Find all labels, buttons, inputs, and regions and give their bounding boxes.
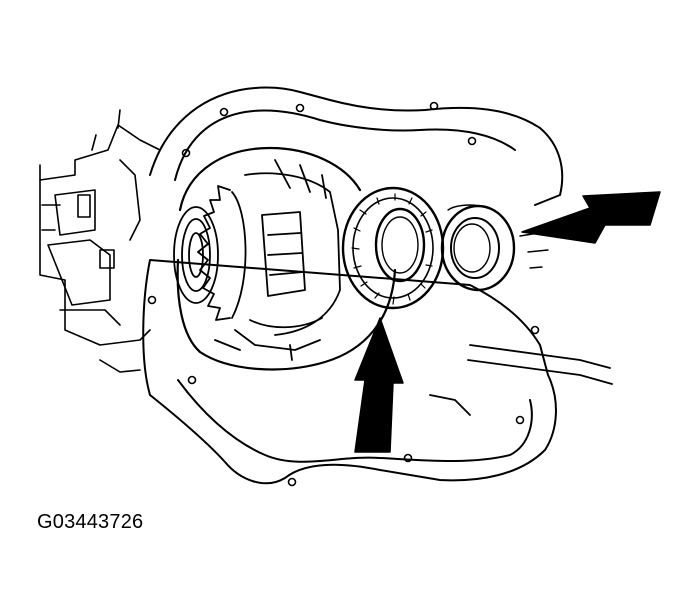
differential-housing <box>142 86 564 485</box>
ring-gear <box>173 185 247 321</box>
axle-shaft <box>429 344 613 416</box>
motion-lines <box>519 231 549 269</box>
differential-carrier <box>214 159 341 361</box>
differential-bearing-diagram <box>39 86 661 487</box>
arrow-to-bearing-cup <box>521 191 661 244</box>
left-mechanism <box>39 109 161 373</box>
arrow-to-bearing <box>354 317 404 453</box>
bearing-cup <box>440 204 516 292</box>
housing-flange <box>174 109 533 463</box>
figure-id-label: G03443726 <box>37 511 144 533</box>
bolt-holes <box>147 101 540 487</box>
